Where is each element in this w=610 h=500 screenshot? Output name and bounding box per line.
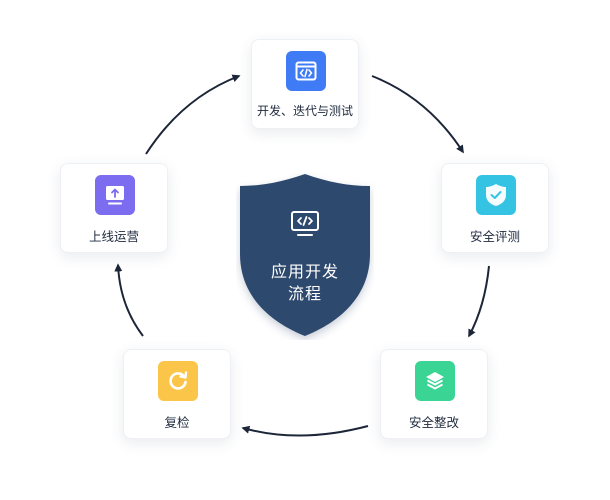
step-label: 安全整改 [408,415,459,430]
arrow-fix-to-recheck [241,425,369,437]
arrow-recheck-to-launch [114,263,144,337]
step-card-recheck: 复检 [123,349,231,439]
code-window-icon [286,51,326,91]
refresh-icon [158,361,198,401]
shield-check-icon [476,175,516,215]
center-title-line1: 应用开发 [270,262,339,281]
layers-icon [415,361,455,401]
step-label: 安全评测 [469,229,520,244]
step-card-launch-operation: 上线运营 [60,163,168,253]
arrow-dev-to-security [371,75,464,154]
arrow-launch-to-dev [145,74,241,155]
center-title-line2: 流程 [287,284,322,303]
upload-monitor-icon [95,175,135,215]
step-label: 复检 [164,415,190,430]
center-shield: 应用开发 流程 [236,172,374,340]
step-label: 开发、迭代与测试 [256,104,353,118]
arrow-security-to-fix [468,265,490,338]
step-card-security-evaluation: 安全评测 [441,163,549,253]
shield-shape [240,174,370,336]
step-label: 上线运营 [88,229,139,244]
step-card-development: 开发、迭代与测试 [251,39,359,129]
step-card-security-remediation: 安全整改 [380,349,488,439]
code-monitor-icon [291,211,319,236]
